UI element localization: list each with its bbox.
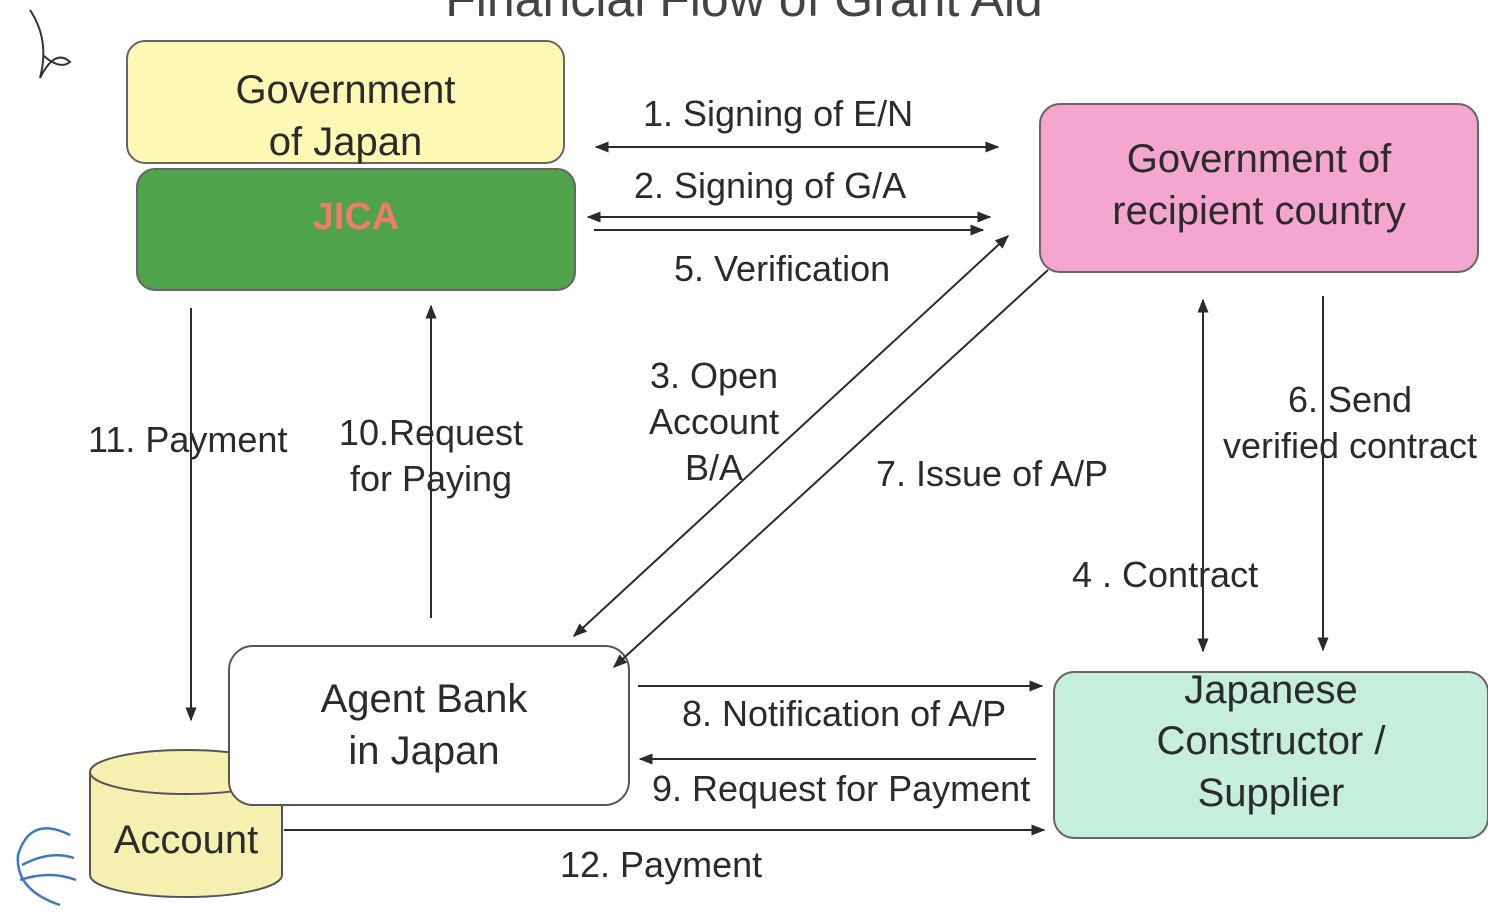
flow-12-label: 12. Payment — [560, 844, 763, 885]
flow-3-line-1: 3. Open — [649, 355, 779, 396]
agent-bank-line-1: Agent Bank — [320, 677, 528, 721]
flow-10-line-2: for Paying — [349, 458, 513, 499]
flow-7-label: 7. Issue of A/P — [876, 453, 1109, 494]
flow-5-label: 5. Verification — [674, 248, 891, 289]
agent-bank-label: Agent Bank in Japan — [229, 670, 619, 780]
flow-6-line-2: verified contract — [1222, 425, 1478, 466]
flow-10-label: 10.Request for Paying — [326, 410, 536, 502]
flow-3-line-2: Account — [648, 401, 780, 442]
agent-bank-box — [228, 645, 630, 806]
recipient-government-label: Government of recipient country — [1040, 130, 1478, 240]
government-of-japan-box — [126, 40, 565, 164]
jica-box — [136, 168, 576, 291]
diagram-title: Financial Flow of Grant Aid — [0, 0, 1488, 32]
flow-11-label: 11. Payment — [88, 419, 288, 460]
agent-bank-line-2: in Japan — [348, 729, 500, 773]
arrow-3-open-account — [572, 235, 1010, 637]
account-label: Account — [113, 818, 259, 862]
flow-9-label: 9. Request for Payment — [652, 768, 1031, 809]
recipient-government-line-1: Government of — [1126, 137, 1392, 181]
flow-3-label: 3. Open Account B/A — [634, 353, 794, 491]
government-of-japan-line-2: of Japan — [268, 120, 423, 164]
flow-2-label: 2. Signing of G/A — [634, 165, 907, 206]
flow-6-label: 6. Send verified contract — [1212, 377, 1488, 469]
flow-1-label: 1. Signing of E/N — [643, 93, 914, 134]
flow-4-label: 4 . Contract — [1072, 554, 1259, 595]
constructor-line-1: Japanese — [1184, 668, 1358, 713]
flow-3-line-3: B/A — [684, 447, 744, 488]
handwritten-check-mark — [29, 9, 72, 79]
constructor-line-3: Supplier — [1197, 770, 1345, 815]
recipient-government-box — [1039, 103, 1479, 273]
flow-10-line-1: 10.Request — [338, 412, 524, 453]
government-of-japan-label: Government of Japan — [127, 61, 564, 171]
recipient-government-line-2: recipient country — [1112, 189, 1406, 233]
flow-6-line-1: 6. Send — [1287, 379, 1413, 420]
constructor-box — [1053, 671, 1488, 839]
flow-8-label: 8. Notification of A/P — [682, 693, 1007, 734]
constructor-label: Japanese Constructor / Supplier — [1054, 662, 1488, 822]
arrow-7-issue-ap — [612, 269, 1049, 668]
constructor-line-2: Constructor / — [1156, 719, 1386, 764]
government-of-japan-line-1: Government — [235, 68, 456, 112]
handwritten-initial-mark — [16, 827, 77, 907]
jica-label: JICA — [312, 196, 400, 239]
